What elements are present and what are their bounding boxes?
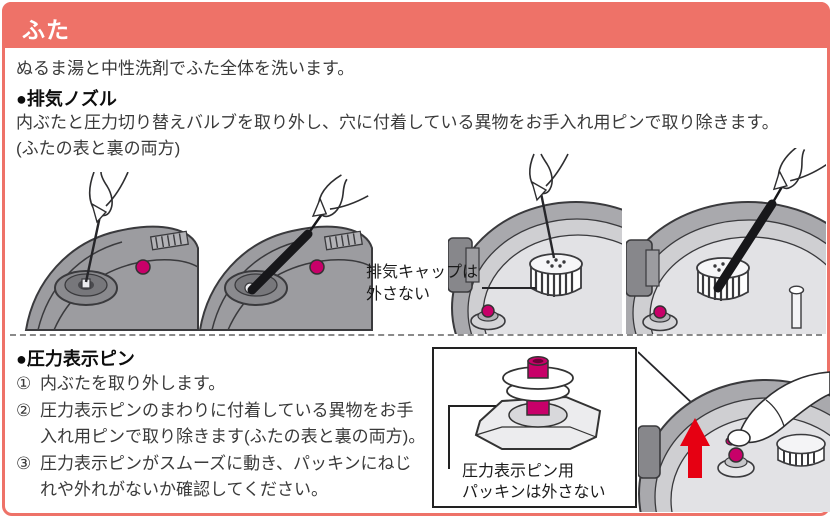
pin-packing-bracket-line [448,405,496,469]
pressure-pin-steps: ① 内ぶたを取り外します。 ② 圧力表示ピンのまわりに付着している異物をお手入れ… [16,371,428,504]
step-2-text: 圧力表示ピンのまわりに付着している異物をお手入れ用ピンで取り除きます(ふたの表と… [40,401,426,446]
step-2-number: ② [16,401,32,420]
pin-press-illustration [638,342,830,512]
pin-packing-label-line2: パッキンは外さない [462,484,606,501]
lid-underside-pin-illustration [448,150,622,334]
pin-packing-detail-box: 圧力表示ピン用 パッキンは外さない [432,347,637,508]
step-3-text: 圧力表示ピンがスムーズに動き、パッキンにねじれや外れがないか確認してください。 [40,454,412,499]
page-title: ふた [22,17,70,43]
step-3-number: ③ [16,454,32,473]
lid-underside-brush-illustration [626,148,826,334]
exhaust-cap-callout-line2: 外さない [366,286,431,303]
pin-packing-label: 圧力表示ピン用 パッキンは外さない [462,461,606,503]
section-divider [10,334,822,336]
section-header: ふた [2,2,830,48]
step-1-text: 内ぶたを取り外します。 [40,374,226,393]
step-3: ③ 圧力表示ピンがスムーズに動き、パッキンにねじれや外れがないか確認してください… [16,451,428,503]
pin-packing-label-line1: 圧力表示ピン用 [462,463,575,480]
exhaust-cap-callout-line1: 排気キャップは [366,264,479,281]
exhaust-nozzle-note: (ふたの表と裏の両方) [16,139,181,158]
exhaust-cap-callout: 排気キャップは 外さない [366,262,478,306]
lid-top-pin-illustration [24,172,199,332]
step-1-number: ① [16,374,32,393]
pressure-pin-heading: ●圧力表示ピン [16,349,135,369]
step-1: ① 内ぶたを取り外します。 [16,371,428,397]
exhaust-nozzle-heading: ●排気ノズル [16,89,117,109]
step-2: ② 圧力表示ピンのまわりに付着している異物をお手入れ用ピンで取り除きます(ふたの… [16,398,428,450]
intro-text: ぬるま湯と中性洗剤でふた全体を洗います。 [16,59,355,78]
lid-top-brush-illustration [198,172,373,332]
exhaust-cap-callout-leader-line [482,287,536,289]
pressure-pin-part-illustration [458,353,618,457]
exhaust-nozzle-body: 内ぶたと圧力切り替えバルブを取り外し、穴に付着している異物をお手入れ用ピンで取り… [16,113,779,132]
